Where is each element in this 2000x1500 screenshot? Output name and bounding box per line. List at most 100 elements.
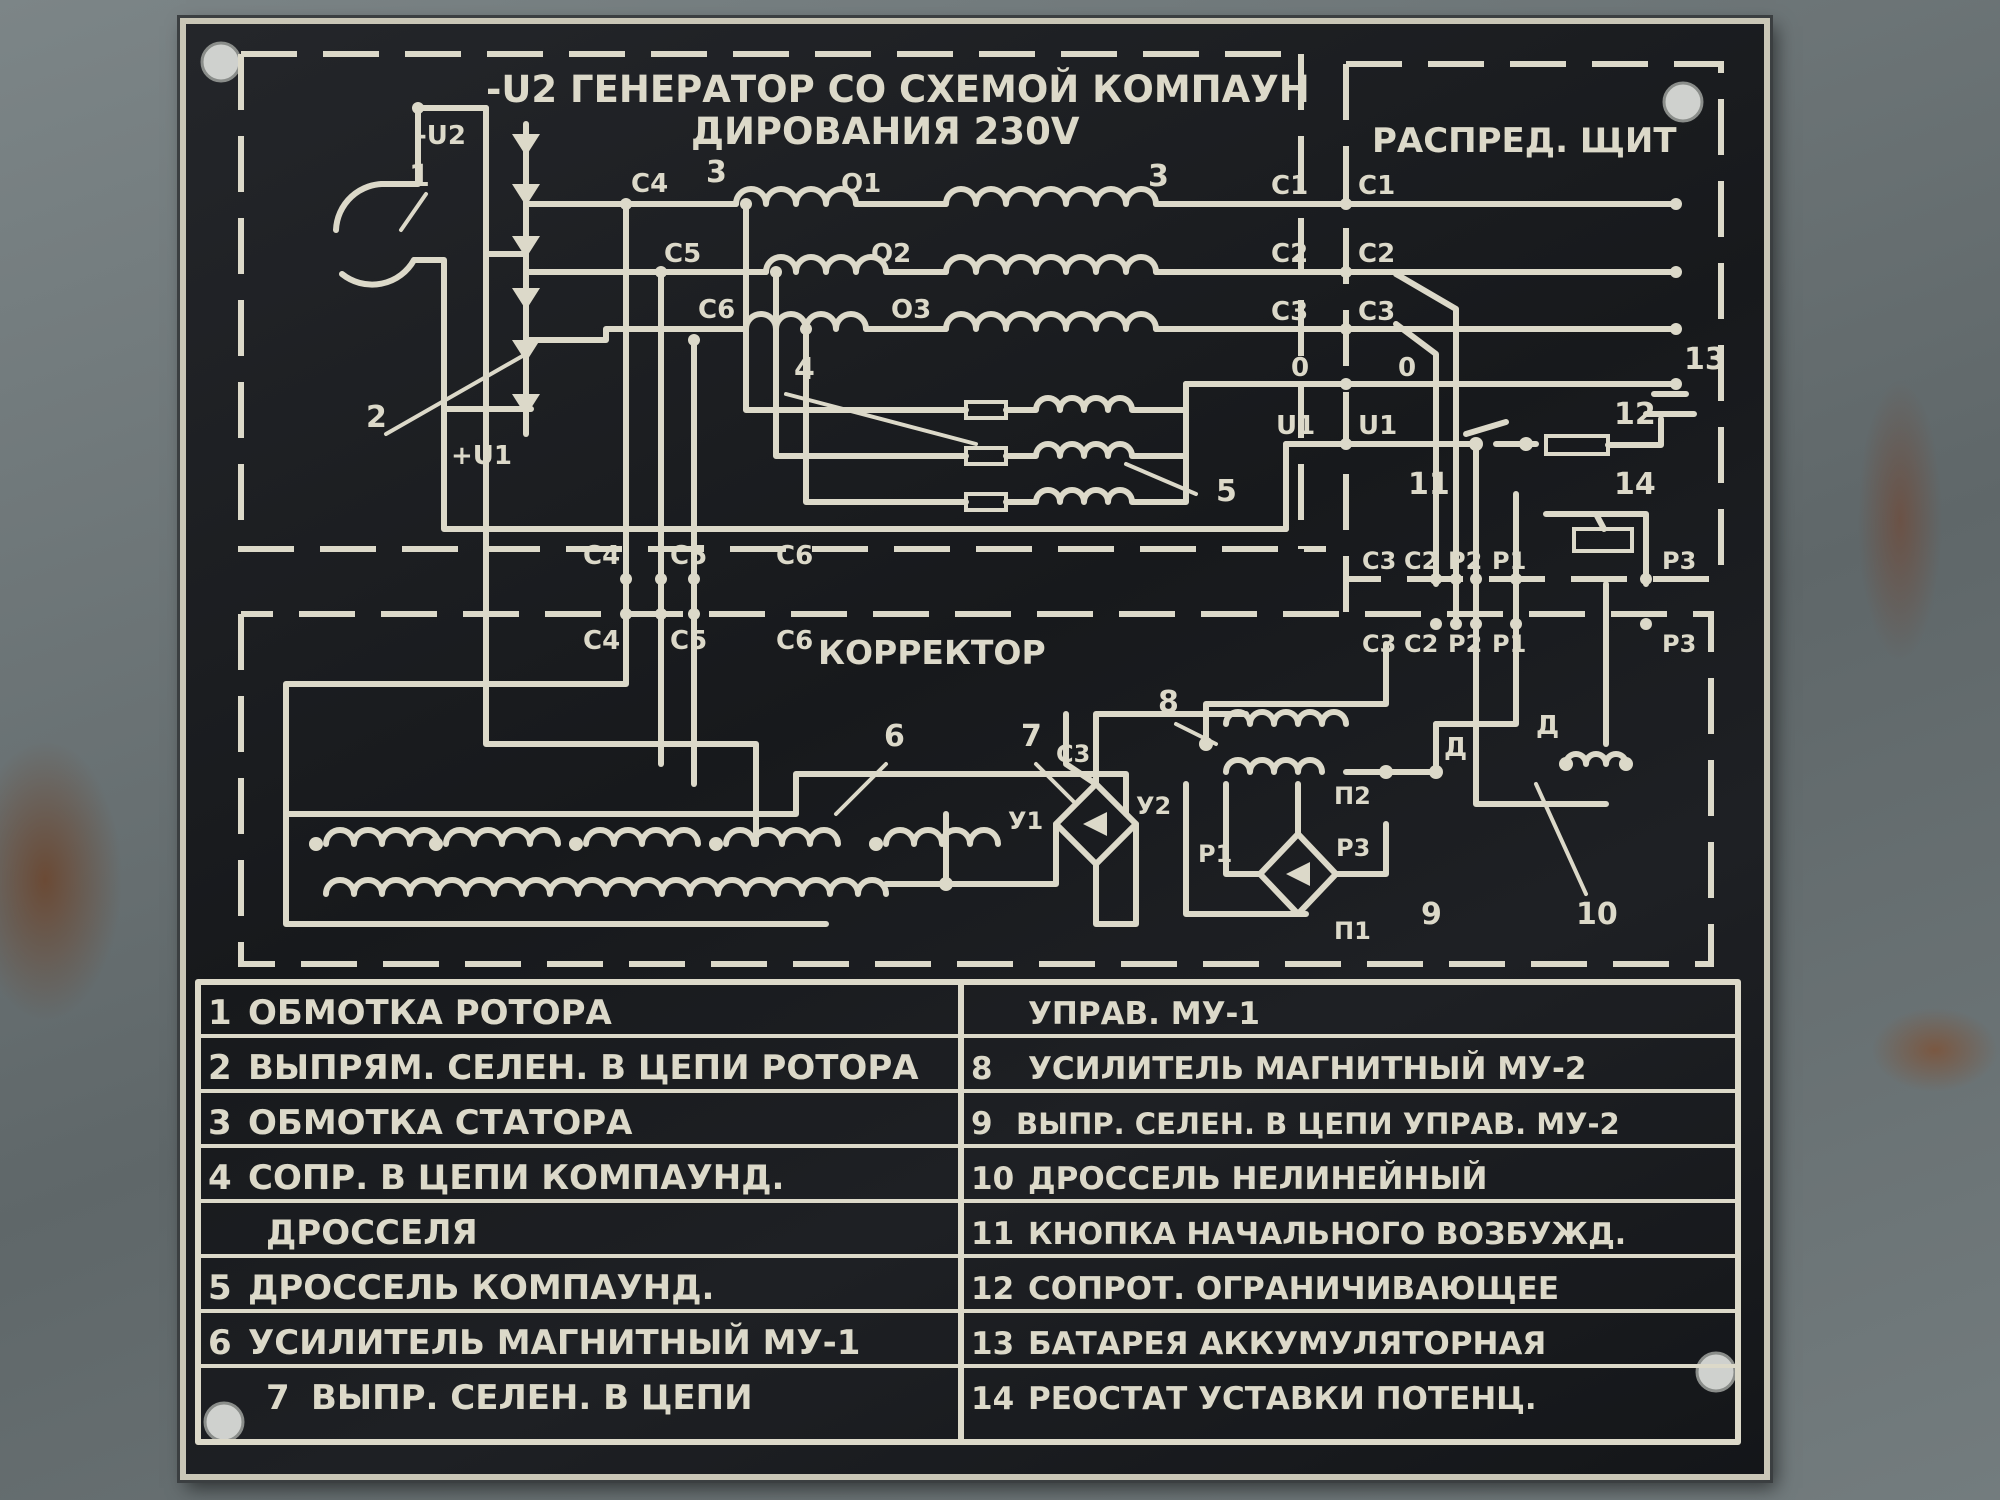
label-c2: C2: [1404, 547, 1438, 575]
callout-11: 11: [1408, 467, 1450, 502]
rotor-winding: [339, 257, 417, 288]
label-y2: У2: [1136, 792, 1171, 820]
legend-text: БАТАРЕЯ АККУМУЛЯТОРНАЯ: [1028, 1326, 1546, 1362]
callout-3: 3: [1148, 159, 1169, 194]
label-c1: C1: [1358, 171, 1395, 201]
rotor-winding: [333, 180, 389, 233]
resistor-lead: [1605, 416, 1664, 448]
panel-title: РАСПРЕД. ЩИТ: [1372, 121, 1677, 161]
label-c6: C6: [698, 295, 735, 325]
wiring-diagram: -U2 ГЕНЕРАТОР СО СХЕМОЙ КОМПАУН ДИРОВАНИ…: [195, 41, 1741, 1445]
callout-10: 10: [1576, 897, 1618, 932]
callout-6: 6: [884, 719, 905, 754]
label-p1: P1: [1492, 630, 1526, 658]
label-o2: O2: [871, 239, 911, 269]
label-c2: C2: [1404, 630, 1438, 658]
legend-text: УСИЛИТЕЛЬ МАГНИТНЫЙ МУ-1: [248, 1322, 860, 1363]
label-c6: C6: [776, 541, 813, 571]
schematic-plate: -U2 ГЕНЕРАТОР СО СХЕМОЙ КОМПАУН ДИРОВАНИ…: [180, 18, 1770, 1480]
callout-leader: [1034, 762, 1078, 806]
compounding-chokes: [743, 201, 1189, 505]
c4-wire: [283, 201, 829, 927]
callout-3: 3: [706, 155, 727, 190]
callout-leader: [784, 392, 978, 446]
u-wire: [483, 421, 759, 847]
callout-14: 14: [1614, 467, 1656, 502]
label-c5: C5: [670, 626, 707, 656]
junction-dots: [309, 102, 1682, 891]
label-pi1: П1: [1334, 917, 1371, 945]
rheostat: [1572, 527, 1634, 553]
label-p3: P3: [1336, 834, 1370, 862]
legend-text: ВЫПРЯМ. СЕЛЕН. В ЦЕПИ РОТОРА: [248, 1048, 919, 1088]
legend-text: ДРОССЕЛЬ КОМПАУНД.: [248, 1268, 714, 1308]
legend-text: ДРОССЕЛЬ НЕЛИНЕЙНЫЙ: [1028, 1161, 1487, 1197]
rectifier-diodes: [512, 134, 540, 416]
legend-text: УСИЛИТЕЛЬ МАГНИТНЫЙ МУ-2: [1028, 1051, 1586, 1087]
screw-icon: [1695, 1351, 1737, 1393]
label-y1: У1: [1008, 807, 1043, 835]
label-c5: C5: [664, 239, 701, 269]
corrector-enclosure: [238, 611, 1714, 967]
callout-leader: [1124, 462, 1198, 496]
legend-num: 3: [208, 1103, 232, 1143]
label-c2: C2: [1271, 239, 1308, 269]
legend-table: [195, 979, 1741, 1445]
callout-leader: [1534, 782, 1588, 896]
label-d: Д: [1536, 711, 1559, 741]
label-c3: C3: [1362, 630, 1396, 658]
label-zero: 0: [1291, 353, 1309, 383]
compounding-resistors: [964, 400, 1008, 512]
legend-right: УПРАВ. МУ-1 8 УСИЛИТЕЛЬ МАГНИТНЫЙ МУ-2 9…: [971, 996, 1626, 1417]
callout-7: 7: [1021, 719, 1042, 754]
label-u1-plus: +U1: [451, 441, 512, 471]
rectifier-bridge-mu1: [943, 711, 1249, 927]
legend-num: 13: [971, 1326, 1014, 1362]
callout-leader: [834, 762, 888, 816]
callout-13: 13: [1684, 342, 1726, 377]
legend-num: 4: [208, 1158, 232, 1198]
magnetic-amplifier-mu1: [283, 771, 1129, 897]
legend-text: ВЫПР. СЕЛЕН. В ЦЕПИ УПРАВ. МУ-2: [1016, 1107, 1620, 1141]
legend-num: 7: [266, 1378, 290, 1418]
screw-icon: [1662, 81, 1704, 123]
rotor-lead: [378, 105, 489, 187]
label-c5: C5: [670, 541, 707, 571]
legend-num: 12: [971, 1271, 1014, 1307]
corrector-title: КОРРЕКТОР: [818, 633, 1046, 672]
rectifier-bridge-mu2: [1223, 781, 1389, 917]
title-line-1: -U2 ГЕНЕРАТОР СО СХЕМОЙ КОМПАУН: [486, 67, 1310, 111]
label-u2: -U2: [416, 121, 466, 151]
label-zero: 0: [1398, 353, 1416, 383]
callout-leader: [1174, 722, 1218, 746]
label-d: Д: [1444, 733, 1467, 763]
legend-num: 2: [208, 1048, 232, 1088]
callout-1: 1: [409, 159, 430, 194]
callout-8: 8: [1158, 685, 1179, 720]
legend-num: 8: [971, 1051, 993, 1087]
callout-leader: [384, 352, 528, 436]
label-c3: C3: [1358, 297, 1395, 327]
panel-wiring: [1393, 271, 1649, 747]
panel-enclosure: [1346, 61, 1724, 582]
legend-num: 6: [208, 1323, 232, 1363]
screw-icon: [203, 1401, 245, 1443]
legend-text: ОБМОТКА СТАТОРА: [248, 1103, 633, 1143]
callout-12: 12: [1614, 397, 1656, 432]
legend-text: СОПРОТ. ОГРАНИЧИВАЮЩЕЕ: [1028, 1271, 1559, 1307]
callout-5: 5: [1216, 474, 1237, 509]
label-p1: P1: [1198, 840, 1232, 868]
label-u1: U1: [1276, 411, 1315, 441]
legend-text: ВЫПР. СЕЛЕН. В ЦЕПИ: [311, 1378, 753, 1418]
legend-text: РЕОСТАТ УСТАВКИ ПОТЕНЦ.: [1028, 1381, 1537, 1417]
label-p2: P2: [1448, 630, 1482, 658]
legend-num: 14: [971, 1381, 1014, 1417]
legend-num: 11: [971, 1216, 1014, 1252]
legend-left: 1 ОБМОТКА РОТОРА 2 ВЫПРЯМ. СЕЛЕН. В ЦЕПИ…: [208, 993, 919, 1418]
legend-text: ОБМОТКА РОТОРА: [248, 993, 613, 1033]
label-c3: C3: [1271, 297, 1308, 327]
legend-text: УПРАВ. МУ-1: [1028, 996, 1260, 1032]
legend-text: КНОПКА НАЧАЛЬНОГО ВОЗБУЖД.: [1028, 1217, 1626, 1252]
callout-9: 9: [1421, 897, 1442, 932]
label-c3: C3: [1362, 547, 1396, 575]
